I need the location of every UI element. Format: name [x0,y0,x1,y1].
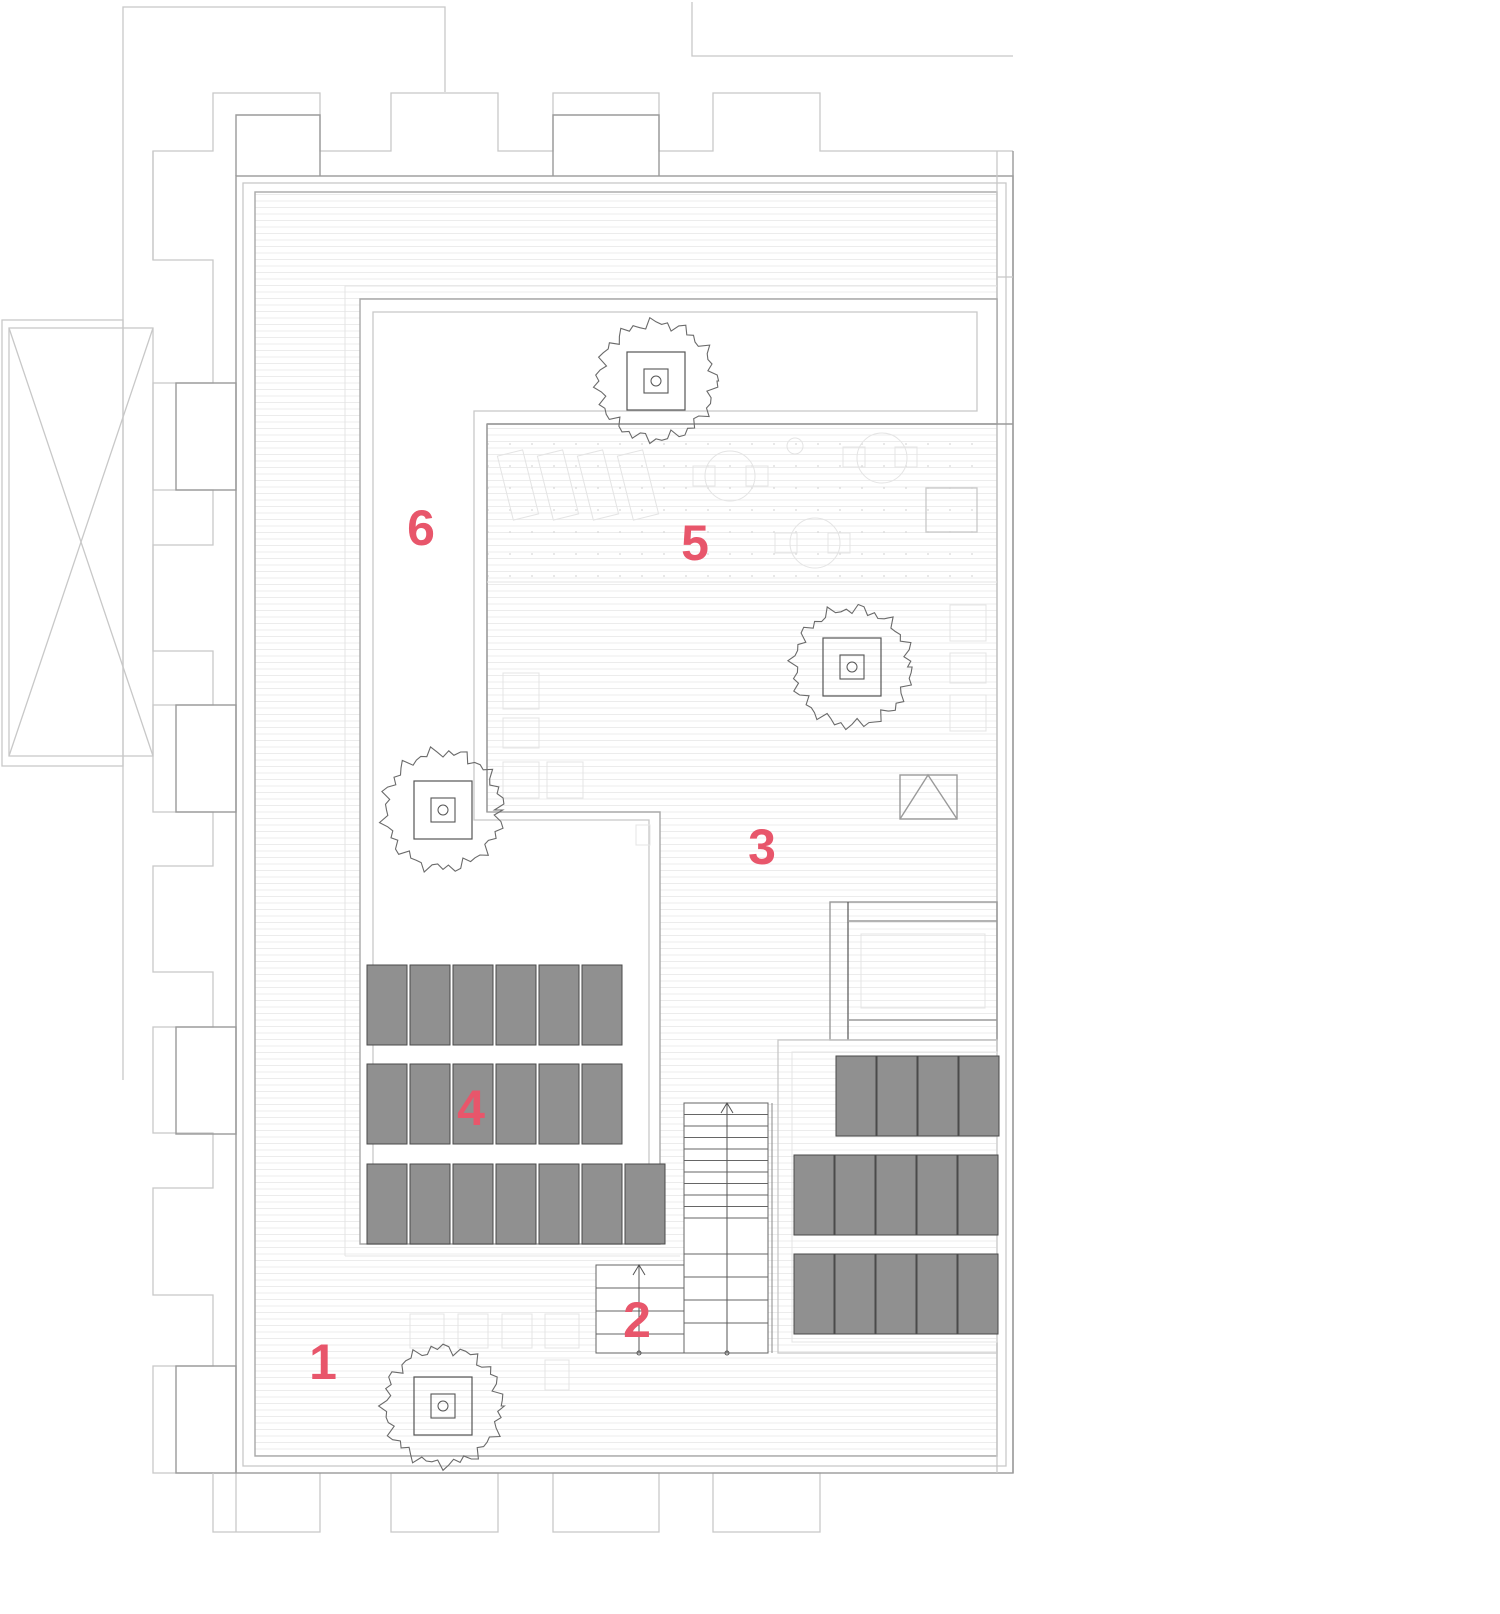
zone-label-4: 4 [457,1080,485,1136]
planter-box [413,1376,473,1436]
solar-panel [916,1253,958,1335]
stairs [595,1102,773,1356]
tree-icon [592,316,720,445]
solar-panel [538,964,580,1046]
solar-panel [834,1253,876,1335]
solar-panel [366,1163,408,1245]
solar-panel [538,1163,580,1245]
solar-panel [875,1154,917,1236]
trees [377,316,913,1472]
deck-furniture [409,604,987,1391]
planter-box [626,351,686,411]
east-array-row-3 [793,1253,999,1335]
west-array-row-1 [366,964,623,1046]
solar-panel [957,1253,999,1335]
solar-panel [495,964,537,1046]
solar-panel [958,1055,1000,1137]
solar-panel [452,964,494,1046]
planter-box [822,637,882,697]
tree-icon [377,1343,506,1472]
solar-panel [876,1055,918,1137]
solar-panel [495,1163,537,1245]
zone-5-lounge [486,423,1013,812]
tree-icon [378,746,505,873]
solar-panel [624,1163,666,1245]
zone-label-5: 5 [681,515,709,571]
planter-box [413,780,473,840]
solar-panel [366,964,408,1046]
solar-panel [538,1063,580,1145]
solar-panel [452,1163,494,1245]
zone-label-2: 2 [623,1292,651,1348]
solar-panel [793,1154,835,1236]
zone-label-6: 6 [407,500,435,556]
solar-panel [581,1063,623,1145]
west-array-row-3 [366,1163,666,1245]
zone-label-1: 1 [309,1334,337,1390]
west-array-row-2 [366,1063,623,1145]
solar-panel [452,1063,494,1145]
solar-panel [917,1055,959,1137]
solar-panel [793,1253,835,1335]
tree-icon [786,603,913,731]
context-buildings [1,2,1013,1533]
east-array-row-1 [835,1055,1000,1137]
solar-panel [957,1154,999,1236]
solar-panel [834,1154,876,1236]
solar-panel [409,1163,451,1245]
solar-panel [835,1055,877,1137]
east-array-row-2 [793,1154,999,1236]
solar-panel [409,1063,451,1145]
zone-label-3: 3 [748,819,776,875]
solar-panel [916,1154,958,1236]
solar-panel [581,1163,623,1245]
solar-panel [495,1063,537,1145]
solar-panel [581,964,623,1046]
solar-panel [366,1063,408,1145]
solar-panels [366,964,1000,1335]
solar-panel [409,964,451,1046]
skylight [899,773,958,820]
solar-panel [875,1253,917,1335]
